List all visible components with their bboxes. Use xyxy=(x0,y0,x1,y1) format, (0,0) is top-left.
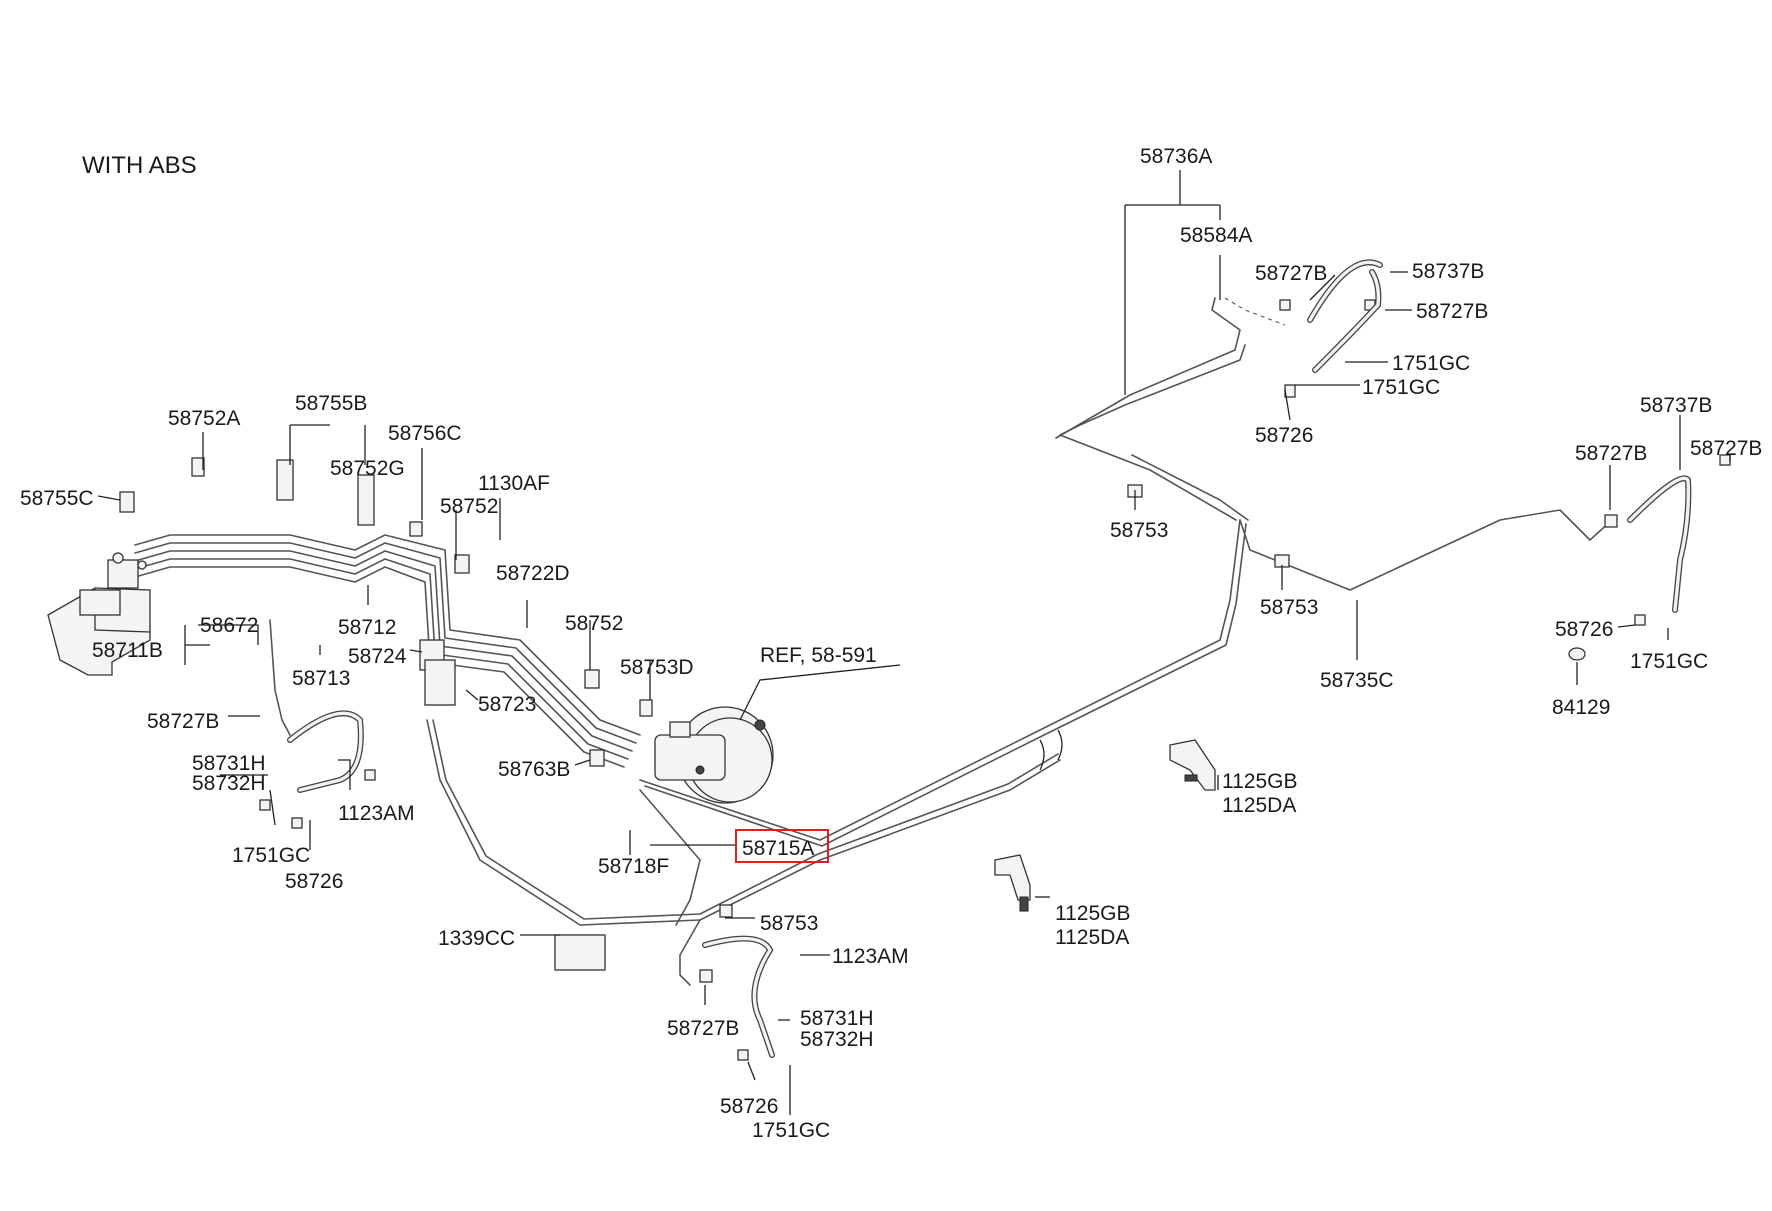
small-parts xyxy=(119,299,1731,1061)
label-1123AM: 1123AM xyxy=(832,945,909,968)
label-1751GC: 1751GC xyxy=(1362,376,1440,399)
label-58672: 58672 xyxy=(200,614,258,637)
label-58726: 58726 xyxy=(1555,618,1613,641)
label-58584A: 58584A xyxy=(1180,224,1252,247)
label-58727B: 58727B xyxy=(667,1017,739,1040)
label-58735C: 58735C xyxy=(1320,669,1394,692)
callout-labels: 58736A 58584A 58727B 58737B 58727B 1751G… xyxy=(20,145,1762,1142)
label-58755C: 58755C xyxy=(20,487,94,510)
label-58737B: 58737B xyxy=(1412,260,1484,283)
label-58753D: 58753D xyxy=(620,656,694,679)
label-58727B: 58727B xyxy=(1255,262,1327,285)
label-58737B: 58737B xyxy=(1640,394,1712,417)
label-1751GC: 1751GC xyxy=(232,844,310,867)
label-58727B: 58727B xyxy=(1690,437,1762,460)
label-1751GC: 1751GC xyxy=(752,1119,830,1142)
label-58732H: 58732H xyxy=(192,772,266,795)
label-58724: 58724 xyxy=(348,645,407,668)
highlight-box-58715A xyxy=(735,829,829,863)
leader-lines xyxy=(97,170,1731,1115)
label-58726: 58726 xyxy=(720,1095,778,1118)
diagram-title: WITH ABS xyxy=(82,152,197,179)
label-58727B: 58727B xyxy=(1575,442,1647,465)
label-58732H: 58732H xyxy=(800,1028,874,1051)
label-1125GB: 1125GB xyxy=(1055,902,1131,925)
label-1339CC: 1339CC xyxy=(438,927,515,950)
label-58752A: 58752A xyxy=(168,407,240,430)
label-58753: 58753 xyxy=(1110,519,1168,542)
label-58711B: 58711B xyxy=(92,639,163,662)
label-58755B: 58755B xyxy=(295,392,367,415)
label-58756C: 58756C xyxy=(388,422,462,445)
label-58713: 58713 xyxy=(292,667,350,690)
abs-modulator xyxy=(47,552,151,676)
label-1125GB: 1125GB xyxy=(1222,770,1298,793)
brake-lines xyxy=(134,297,1613,986)
label-58715A: 58715A xyxy=(742,837,814,860)
label-1751GC: 1751GC xyxy=(1630,650,1708,673)
label-ref-58-591: REF, 58-591 xyxy=(760,644,877,667)
label-1130AF: 1130AF xyxy=(478,472,550,495)
label-58752: 58752 xyxy=(440,495,498,518)
label-1125DA: 1125DA xyxy=(1222,794,1296,817)
label-58726: 58726 xyxy=(285,870,343,893)
label-58727B: 58727B xyxy=(147,710,219,733)
label-58736A: 58736A xyxy=(1140,145,1212,168)
label-58753: 58753 xyxy=(760,912,818,935)
label-58753: 58753 xyxy=(1260,596,1318,619)
label-58752G: 58752G xyxy=(330,457,405,480)
label-1125DA: 1125DA xyxy=(1055,926,1129,949)
label-1751GC: 1751GC xyxy=(1392,352,1470,375)
label-84129: 84129 xyxy=(1552,696,1610,719)
label-58712: 58712 xyxy=(338,616,396,639)
label-58718F: 58718F xyxy=(598,855,669,878)
label-58723: 58723 xyxy=(478,693,536,716)
label-1123AM: 1123AM xyxy=(338,802,415,825)
label-58727B: 58727B xyxy=(1416,300,1488,323)
label-58731H: 58731H xyxy=(192,752,266,775)
label-58752: 58752 xyxy=(565,612,623,635)
label-58726: 58726 xyxy=(1255,424,1313,447)
brake-booster xyxy=(654,706,774,804)
label-58763B: 58763B xyxy=(498,758,570,781)
label-58731H: 58731H xyxy=(800,1007,874,1030)
label-58722D: 58722D xyxy=(496,562,570,585)
